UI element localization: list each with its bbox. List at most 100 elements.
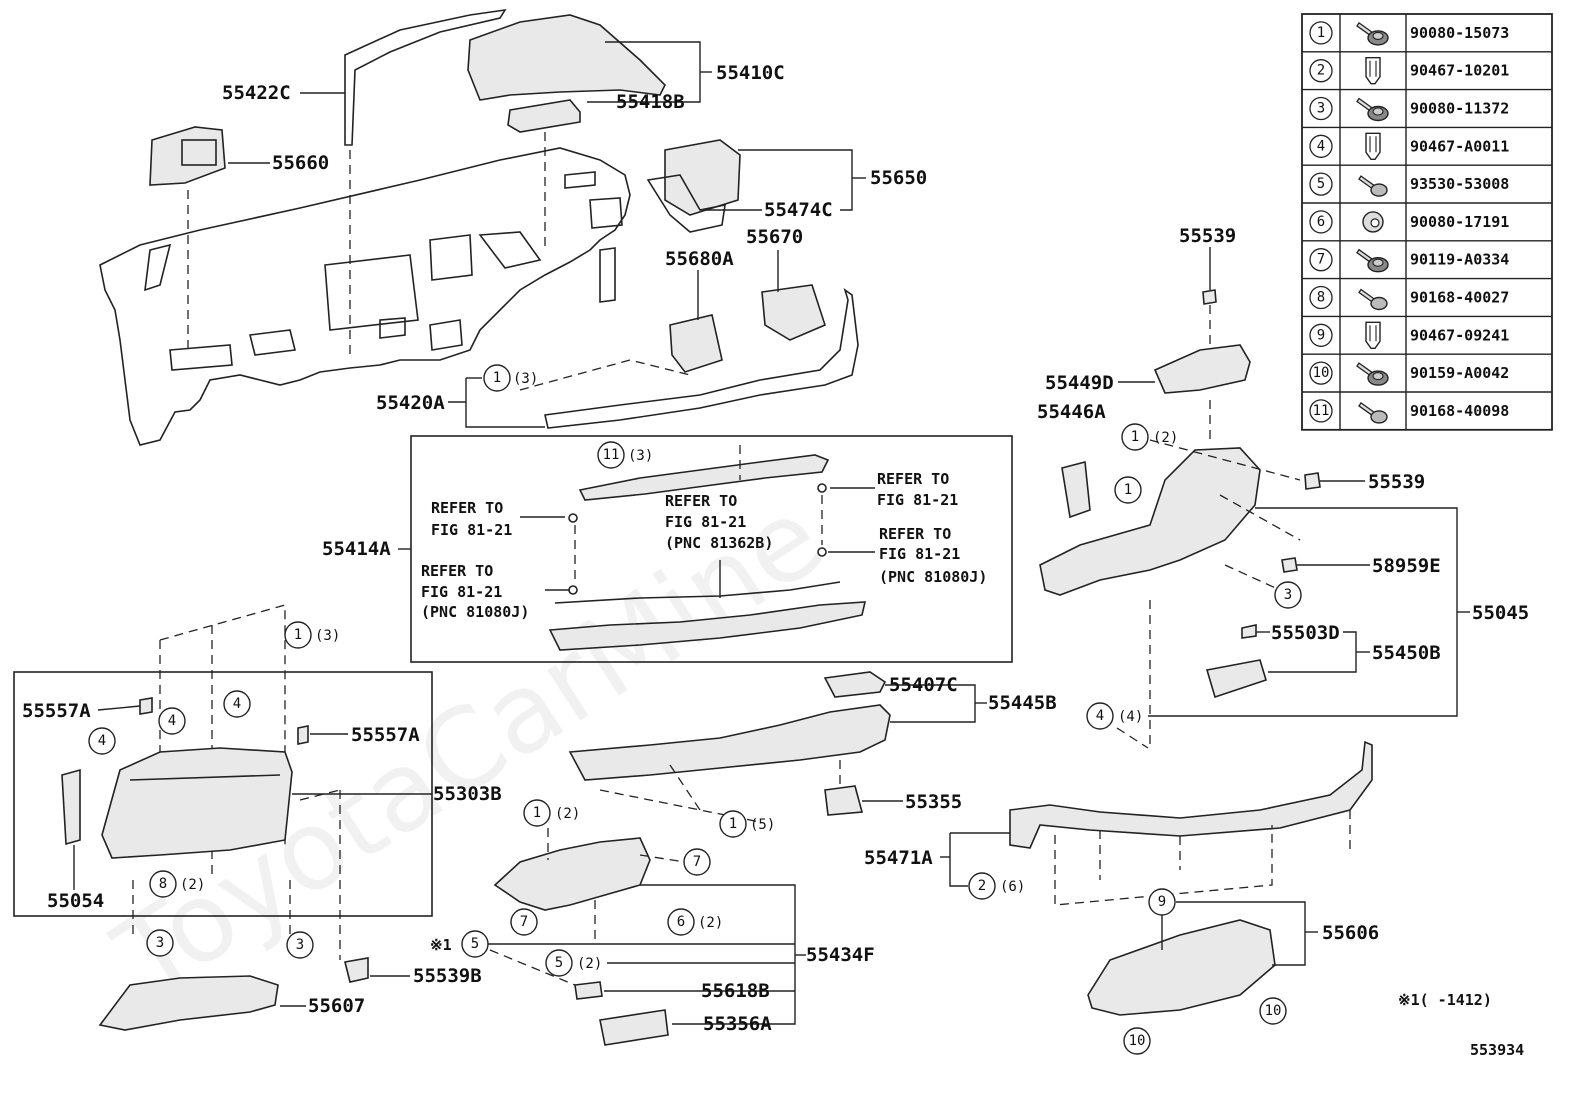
svg-text:REFER TO: REFER TO — [665, 492, 737, 510]
label-55446A: 55446A — [1037, 401, 1106, 423]
fastener-row: 4 90467-A0011 — [1309, 132, 1509, 161]
callout-4-b: 4 — [223, 690, 251, 718]
screw-icon — [1358, 175, 1388, 197]
svg-text:FIG 81-21: FIG 81-21 — [879, 545, 960, 563]
svg-text:2: 2 — [978, 878, 986, 894]
callout-1-qty3-glovebox: 1 (3) — [284, 621, 340, 649]
fastener-number-circle — [1309, 96, 1333, 121]
label-55422C: 55422C — [222, 82, 291, 104]
fastener-part-number: 90080-11372 — [1410, 100, 1509, 118]
nut-icon — [1362, 211, 1384, 233]
fastener-part-number: 90168-40027 — [1410, 289, 1509, 307]
label-55606: 55606 — [1322, 922, 1379, 944]
clip-icon — [1365, 132, 1381, 161]
callout-7-a: 7 — [683, 848, 711, 876]
svg-text:(2): (2) — [1153, 430, 1178, 446]
lower-trim-55420A — [544, 287, 859, 429]
bolt-washer-icon — [1356, 362, 1389, 386]
svg-text:4: 4 — [233, 696, 241, 712]
svg-text:(PNC 81362B): (PNC 81362B) — [665, 534, 773, 552]
callout-8-qty2: 8 (2) — [149, 870, 205, 898]
bracket-55434F — [493, 837, 651, 911]
callout-5-qty2: 5 (2) — [545, 949, 602, 977]
fastener-number: 3 — [1317, 101, 1325, 117]
cowl-trim-55422C — [344, 8, 507, 146]
clip-55539-mid — [1304, 472, 1321, 490]
fastener-row: 8 90168-40027 — [1309, 285, 1509, 311]
svg-text:1: 1 — [729, 816, 737, 832]
svg-text:4: 4 — [1096, 708, 1104, 724]
svg-text:11: 11 — [603, 447, 620, 463]
fastener-number: 4 — [1317, 138, 1325, 154]
svg-text:(PNC 81080J): (PNC 81080J) — [421, 603, 529, 621]
svg-text:(4): (4) — [1118, 709, 1143, 725]
svg-text:5: 5 — [471, 936, 479, 952]
fastener-part-number: 90168-40098 — [1410, 402, 1509, 420]
label-55670: 55670 — [746, 226, 803, 248]
svg-text:(5): (5) — [750, 817, 775, 833]
fastener-number-circle — [1309, 210, 1333, 234]
label-55303B: 55303B — [433, 783, 502, 805]
label-55557A-right: 55557A — [351, 724, 420, 746]
fastener-number-circle — [1309, 399, 1333, 423]
label-55449D: 55449D — [1045, 372, 1114, 394]
vent-55680A — [669, 314, 723, 373]
meter-hood-55410C — [467, 14, 666, 101]
svg-text:1: 1 — [294, 627, 302, 643]
svg-text:FIG 81-21: FIG 81-21 — [877, 491, 958, 509]
callout-11-qty3: 11 (3) — [597, 441, 653, 469]
label-55445B: 55445B — [988, 692, 1057, 714]
fastener-part-number: 90467-A0011 — [1410, 137, 1509, 155]
svg-text:(2): (2) — [577, 956, 602, 972]
screw-icon — [1358, 288, 1388, 311]
screw-icon — [1358, 401, 1388, 424]
label-55450B: 55450B — [1372, 642, 1441, 664]
label-55410C: 55410C — [716, 62, 785, 84]
fastener-number-circle — [1309, 248, 1333, 272]
fastener-number-circle — [1309, 285, 1333, 310]
svg-text:(PNC 81080J): (PNC 81080J) — [879, 568, 987, 586]
label-55045: 55045 — [1472, 602, 1529, 624]
clip-55539-top — [1202, 289, 1217, 305]
fastener-part-number: 90467-09241 — [1410, 326, 1509, 344]
callout-1-qty3-55420A: 1 (3) — [483, 364, 538, 392]
svg-text:REFER TO: REFER TO — [879, 525, 951, 543]
fastener-number: 8 — [1317, 290, 1325, 306]
center-vent-55650 — [664, 139, 741, 216]
svg-text:REFER TO: REFER TO — [431, 499, 503, 517]
fastener-number: 2 — [1317, 63, 1325, 79]
label-55539-mid: 55539 — [1368, 471, 1425, 493]
label-55539B: 55539B — [413, 965, 482, 987]
note-mark: ※1 — [430, 936, 452, 954]
svg-text:5: 5 — [555, 955, 563, 971]
fastener-part-number: 90080-15073 — [1410, 24, 1509, 42]
svg-text:1: 1 — [533, 805, 541, 821]
svg-text:6: 6 — [677, 914, 685, 930]
label-55503D: 55503D — [1271, 622, 1340, 644]
callout-6-qty2: 6 (2) — [667, 908, 723, 936]
label-55471A: 55471A — [864, 847, 933, 869]
fastener-number-circle — [1309, 134, 1333, 158]
label-55557A-left: 55557A — [22, 700, 91, 722]
callout-10-b: 10 — [1123, 1027, 1151, 1055]
switch-bezel-55418B — [507, 99, 581, 133]
fastener-number: 10 — [1313, 365, 1330, 381]
refer-to-fig-right-top: REFER TO FIG 81-21 — [877, 470, 958, 509]
side-vent-55660 — [149, 126, 226, 186]
svg-text:3: 3 — [1284, 587, 1292, 603]
pad-55446A — [1061, 460, 1091, 519]
clip-icon — [1365, 56, 1381, 85]
instrument-panel-drawing — [99, 147, 631, 446]
callout-9: 9 — [1148, 888, 1176, 916]
fastener-number-circle — [1309, 21, 1333, 45]
under-cover-55607 — [98, 975, 279, 1031]
label-55434F: 55434F — [806, 944, 875, 966]
fastener-part-number: 90159-A0042 — [1410, 364, 1509, 382]
label-55407C: 55407C — [889, 674, 958, 696]
fastener-number-circle — [1309, 323, 1333, 347]
svg-text:(2): (2) — [698, 915, 723, 931]
fastener-number: 1 — [1317, 25, 1325, 41]
